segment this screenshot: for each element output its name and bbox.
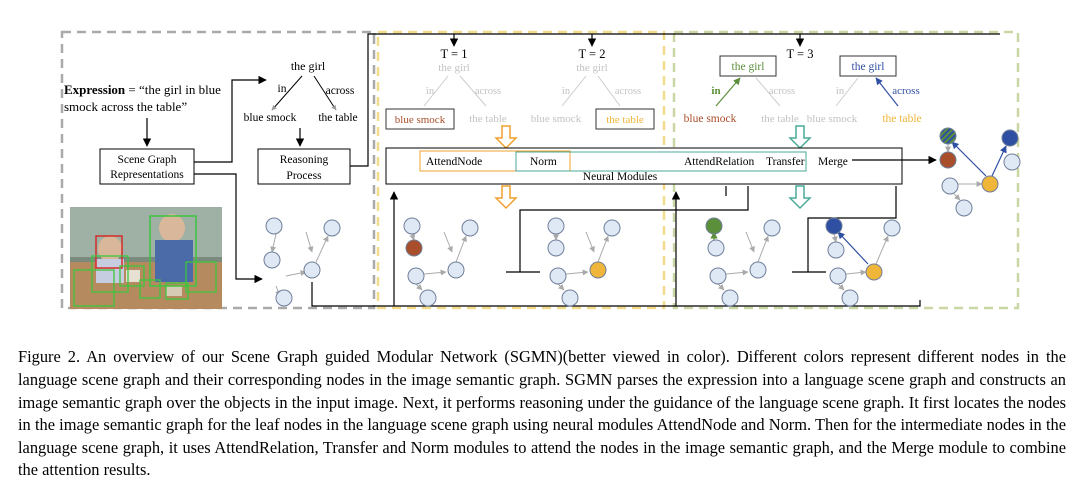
scene-graph-label-2: Representations	[110, 169, 184, 181]
t2-leaf-table: the table	[606, 114, 644, 126]
scene-graph-label-1: Scene Graph	[117, 154, 176, 166]
svg-text:the table: the table	[469, 113, 507, 125]
reasoning-box	[257, 148, 351, 185]
attendnode-label: AttendNode	[426, 156, 482, 168]
lang-graph-t1: the girl in across the table	[423, 62, 507, 125]
svg-text:the girl: the girl	[438, 62, 469, 74]
svg-text:in: in	[562, 86, 571, 97]
svg-text:in: in	[426, 86, 435, 97]
expression-text: Expression = “the girl in blue	[64, 82, 221, 97]
t3-root-1: the girl	[732, 61, 765, 73]
t3-root-box-1	[719, 55, 777, 77]
t3-label: T = 3	[787, 47, 814, 61]
image-graph-t3-green	[705, 217, 781, 307]
lang-edge-in: in	[278, 83, 287, 95]
norm-box	[515, 151, 807, 172]
image-graph-t2	[547, 217, 621, 307]
norm-label: Norm	[530, 156, 557, 168]
lang-edge-across: across	[326, 85, 355, 97]
image-graph-t1	[403, 217, 479, 307]
arrow-orange-bottom	[494, 185, 518, 210]
t2-leaf-box	[595, 108, 655, 130]
t3-edge-in-faded: in	[836, 86, 845, 97]
figure-2: Expression = “the girl in blue smock acr…	[60, 30, 1021, 310]
merge-label: Merge	[818, 156, 848, 168]
image-graph-final	[939, 127, 1021, 217]
lang-root: the girl	[291, 59, 326, 73]
image-graph-base	[263, 217, 341, 307]
input-image	[70, 207, 222, 309]
t3-edge-in: in	[711, 85, 720, 97]
svg-text:the girl: the girl	[576, 62, 607, 74]
reasoning-label-1: Reasoning	[280, 154, 329, 166]
t3-root-2: the girl	[852, 61, 885, 73]
expression-text-2: smock across the table”	[64, 99, 187, 114]
arrow-teal-top	[788, 125, 812, 150]
t3-edge-across: across	[892, 85, 920, 97]
t3-leaf-table-faded: the table	[761, 113, 799, 125]
lang-leaf-table: the table	[318, 112, 357, 124]
arrow-orange-top	[494, 125, 518, 150]
t3-leaf-blue-smock: blue smock	[684, 113, 737, 125]
t3-leaf-blue-smock-faded: blue smock	[807, 113, 858, 125]
neural-modules-bar	[385, 147, 903, 185]
image-graph-t3-blue	[825, 217, 901, 307]
t2-label: T = 2	[579, 47, 606, 61]
reasoning-label-2: Process	[286, 170, 322, 182]
t3-edge-across-faded: across	[769, 86, 795, 97]
t1-leaf-blue-smock: blue smock	[395, 114, 446, 126]
t1-label: T = 1	[441, 47, 468, 61]
attendrelation-label: AttendRelation	[684, 156, 755, 168]
t1-leaf-box	[385, 108, 455, 130]
lang-leaf-blue-smock: blue smock	[244, 112, 297, 124]
attendnode-box	[419, 150, 571, 172]
figure-caption: Figure 2. An overview of our Scene Graph…	[18, 347, 1066, 480]
svg-text:across: across	[615, 86, 641, 97]
transfer-label: Transfer	[766, 156, 805, 168]
t3-root-box-2	[839, 55, 897, 77]
scene-graph-box	[99, 148, 195, 185]
t3-leaf-table: the table	[882, 113, 921, 125]
svg-text:across: across	[475, 86, 501, 97]
arrow-teal-bottom	[788, 185, 812, 210]
svg-text:blue smock: blue smock	[531, 113, 582, 125]
lang-graph-t2: the girl in across blue smock	[531, 62, 641, 125]
neural-modules-label: Neural Modules	[583, 171, 658, 183]
